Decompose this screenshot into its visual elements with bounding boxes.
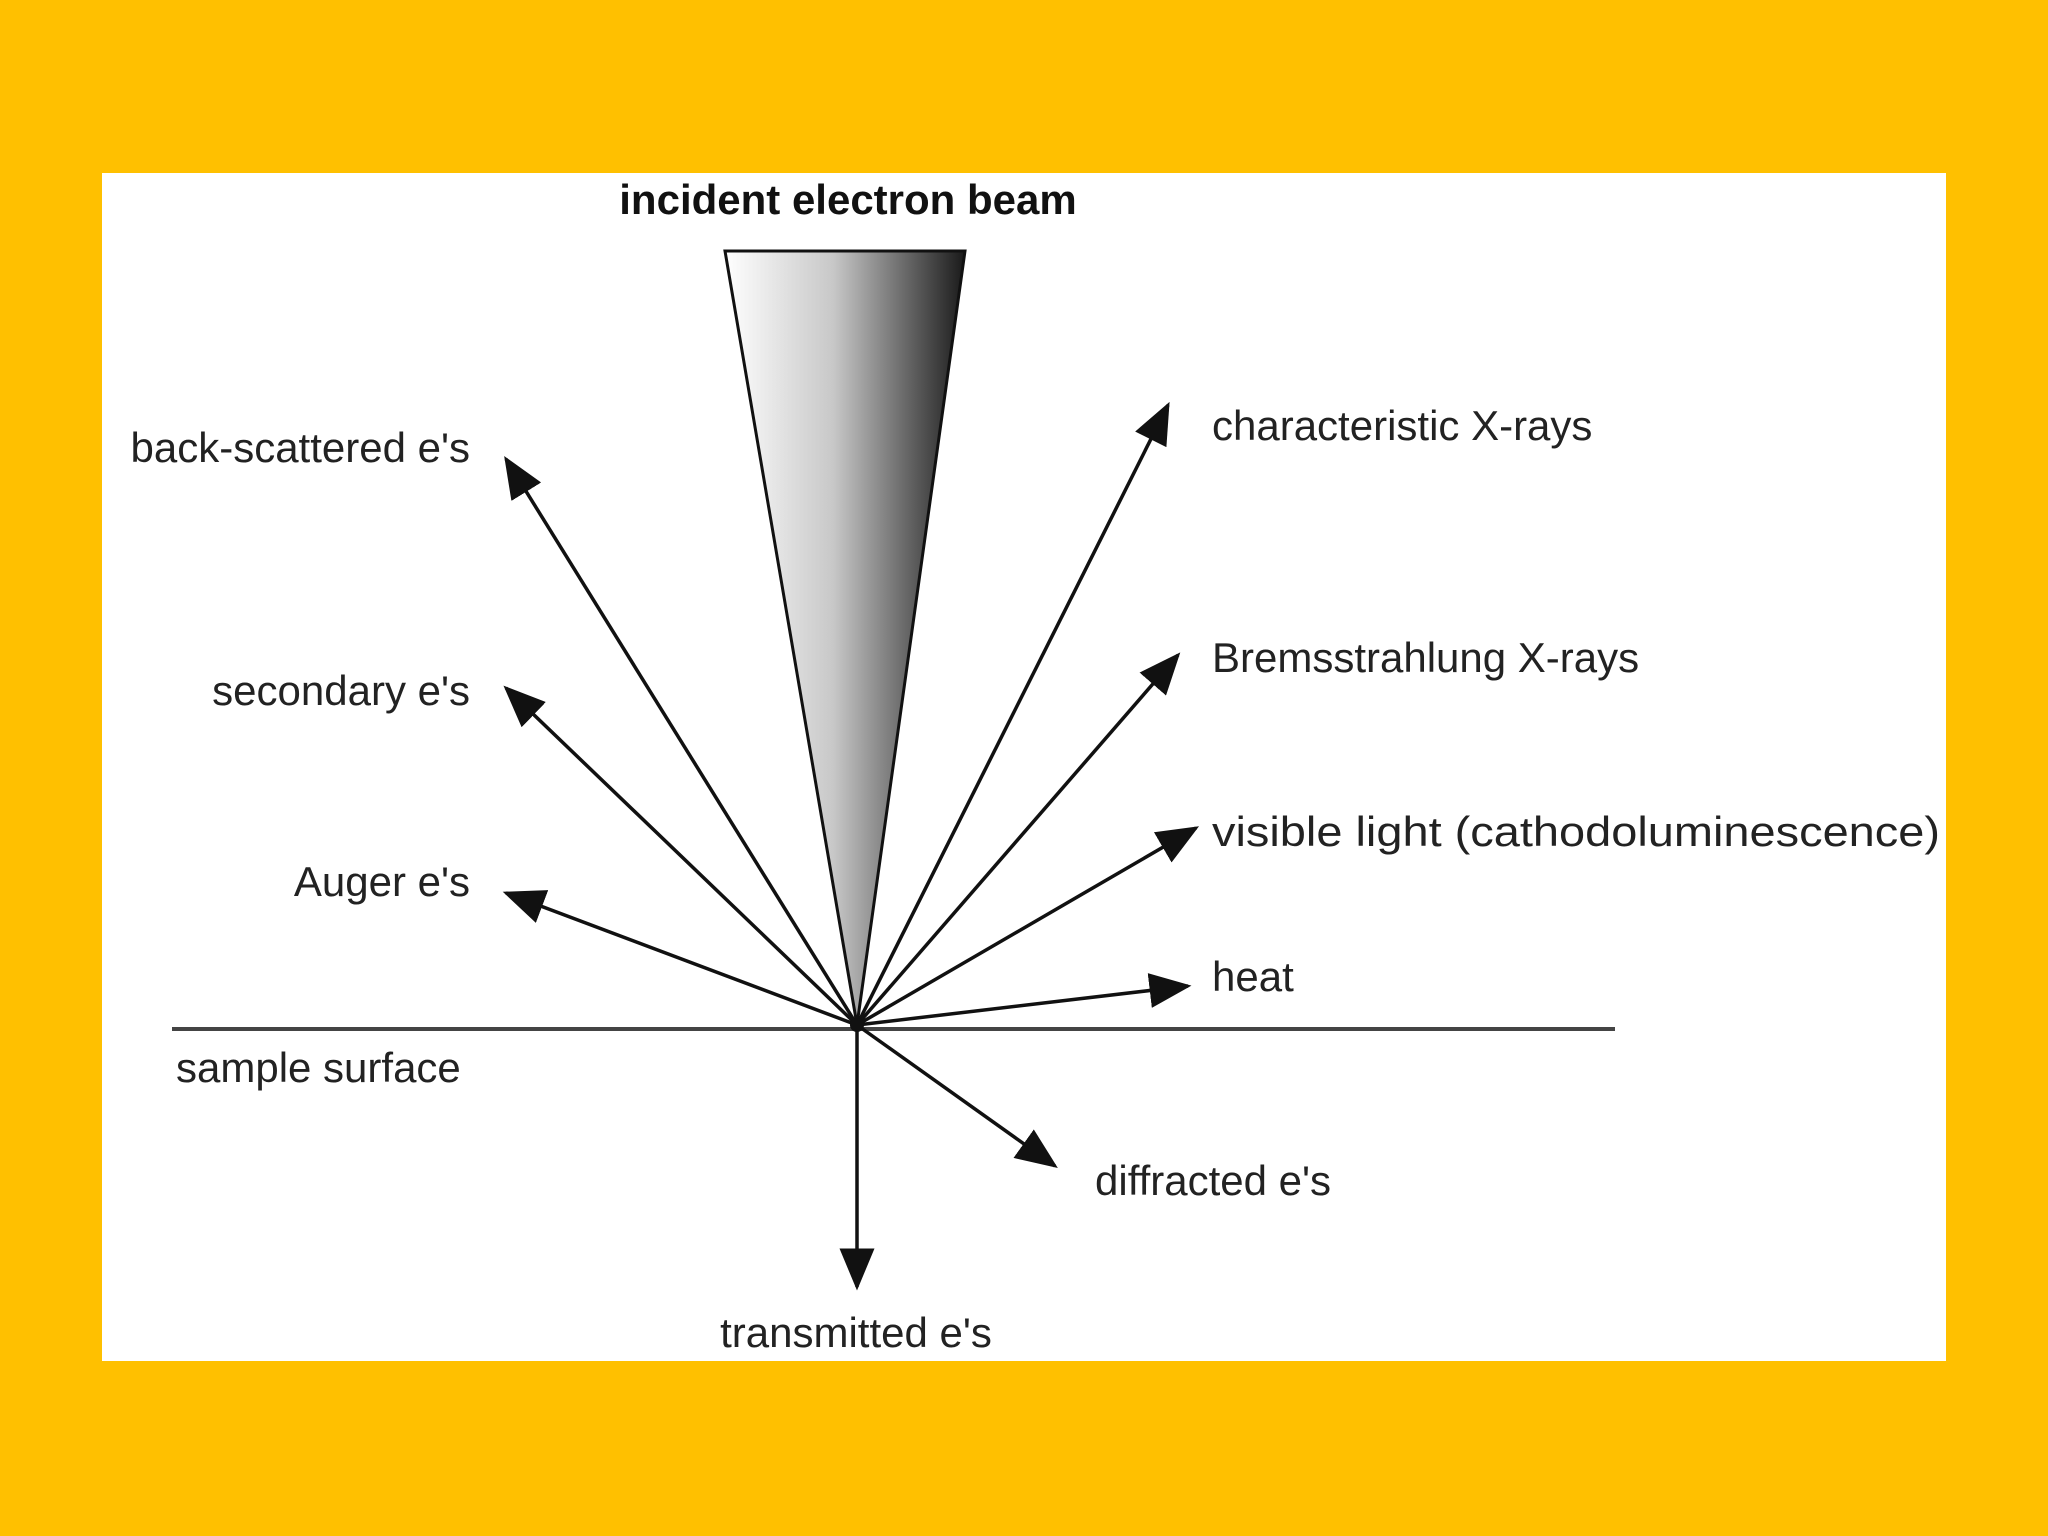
diffracted-label: diffracted e's <box>1095 1157 1331 1204</box>
diagram-title: incident electron beam <box>619 176 1076 223</box>
secondary-label: secondary e's <box>212 667 470 714</box>
auger-label: Auger e's <box>294 858 470 905</box>
diagram-panel <box>102 173 1946 1361</box>
transmitted-label: transmitted e's <box>720 1309 992 1356</box>
incident-beam-cone <box>723 249 967 1026</box>
diffracted-arrow <box>855 1023 1058 1169</box>
backscattered-label: back-scattered e's <box>130 424 470 471</box>
backscattered-arrow <box>504 456 859 1026</box>
impact-point <box>850 1018 864 1032</box>
auger-arrow <box>502 890 858 1027</box>
bremsstrahlung-arrow <box>855 652 1181 1027</box>
visible-light-label: visible light (cathodoluminescence) <box>1212 808 1940 855</box>
secondary-arrow <box>503 685 859 1027</box>
heat-label: heat <box>1212 953 1294 1000</box>
bremsstrahlung-label: Bremsstrahlung X-rays <box>1212 634 1639 681</box>
sample-surface-label: sample surface <box>176 1044 461 1091</box>
characteristic-xrays-arrow <box>855 401 1170 1026</box>
visible-light-arrow <box>856 826 1200 1027</box>
heat-arrow <box>856 973 1192 1027</box>
characteristic-xrays-label: characteristic X-rays <box>1212 402 1592 449</box>
